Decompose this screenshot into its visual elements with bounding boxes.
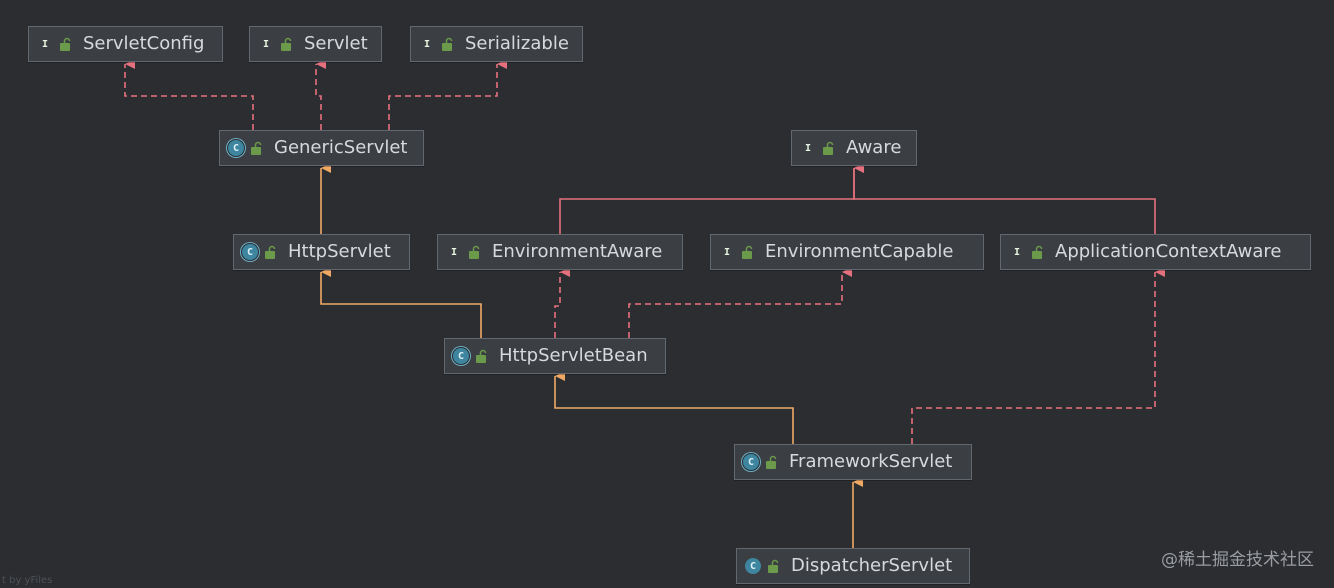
node-serializable[interactable]: I Serializable (410, 26, 583, 62)
node-genericservlet[interactable]: C GenericServlet (219, 130, 424, 166)
lock-open-icon (60, 37, 71, 51)
lock-open-icon (281, 37, 292, 51)
edge-environmentaware-to-aware (559, 163, 864, 234)
lock-open-icon (823, 141, 834, 155)
node-aware[interactable]: I Aware (791, 130, 917, 166)
node-dispatcherservlet[interactable]: C DispatcherServlet (736, 548, 970, 584)
interface-icon: I (723, 246, 731, 258)
edge-genericservlet-to-servlet (315, 59, 326, 130)
lock-open-icon (768, 559, 779, 573)
edge-httpservletbean-to-environmentaware (554, 267, 570, 338)
node-httpservlet[interactable]: C HttpServlet (233, 234, 410, 270)
node-label: ApplicationContextAware (1055, 241, 1282, 262)
lock-open-icon (442, 37, 453, 51)
node-label: Servlet (304, 33, 368, 54)
interface-icon: I (423, 38, 431, 50)
interface-icon: I (804, 142, 812, 154)
lock-open-icon (476, 349, 487, 363)
node-label: Serializable (465, 33, 569, 54)
edge-genericservlet-to-serializable (388, 59, 507, 130)
abstract-class-icon: C (242, 244, 258, 260)
watermark: @稀土掘金技术社区 (1161, 550, 1314, 570)
node-environmentaware[interactable]: I EnvironmentAware (437, 234, 683, 270)
edge-applicationcontextaware-to-aware (853, 163, 1156, 234)
node-label: ServletConfig (83, 33, 205, 54)
lock-open-icon (742, 245, 753, 259)
node-servlet[interactable]: I Servlet (249, 26, 382, 62)
class-icon: C (745, 558, 761, 574)
node-label: GenericServlet (274, 137, 408, 158)
node-label: HttpServlet (288, 241, 391, 262)
lock-open-icon (265, 245, 276, 259)
node-servletconfig[interactable]: I ServletConfig (28, 26, 223, 62)
lock-open-icon (766, 455, 777, 469)
edge-frameworkservlet-to-applicationcontextaware (911, 267, 1165, 444)
abstract-class-icon: C (453, 348, 469, 364)
abstract-class-icon: C (743, 454, 759, 470)
interface-icon: I (450, 246, 458, 258)
lock-open-icon (251, 141, 262, 155)
interface-icon: I (262, 38, 270, 50)
interface-icon: I (1013, 246, 1021, 258)
abstract-class-icon: C (228, 140, 244, 156)
node-label: HttpServletBean (499, 345, 648, 366)
edge-httpservletbean-to-httpservlet (320, 267, 482, 338)
node-label: EnvironmentCapable (765, 241, 954, 262)
node-label: Aware (846, 137, 902, 158)
node-httpservletbean[interactable]: C HttpServletBean (444, 338, 666, 374)
lock-open-icon (1032, 245, 1043, 259)
node-label: FrameworkServlet (789, 451, 953, 472)
node-label: EnvironmentAware (492, 241, 663, 262)
edge-frameworkservlet-to-httpservletbean (554, 371, 794, 444)
node-environmentcapable[interactable]: I EnvironmentCapable (710, 234, 984, 270)
lock-open-icon (469, 245, 480, 259)
node-frameworkservlet[interactable]: C FrameworkServlet (734, 444, 972, 480)
node-applicationcontextaware[interactable]: I ApplicationContextAware (1000, 234, 1311, 270)
interface-icon: I (41, 38, 49, 50)
node-label: DispatcherServlet (791, 555, 953, 576)
edge-httpservletbean-to-environmentcapable (628, 267, 852, 338)
footer-credit: t by yFiles (2, 575, 53, 586)
edge-genericservlet-to-servletconfig (124, 59, 254, 130)
